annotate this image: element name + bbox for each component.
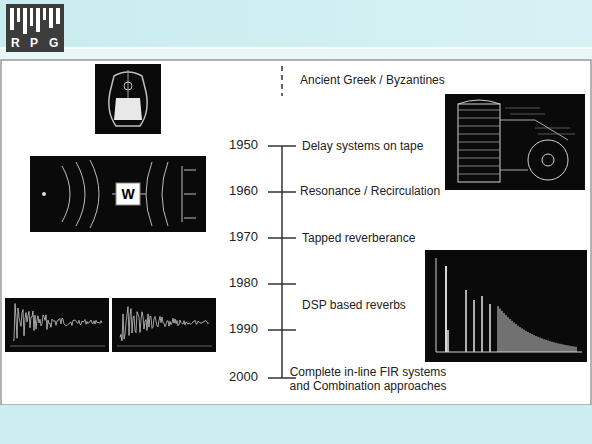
header-band	[0, 0, 592, 48]
year-label: 2000	[229, 370, 258, 385]
year-label: 1990	[229, 322, 258, 337]
era-label: Complete in-line FIR systems and Combina…	[282, 366, 454, 394]
footer-band	[0, 405, 592, 444]
waveform-plots	[5, 298, 216, 352]
ancient-device-photo	[95, 64, 161, 134]
wave-field-diagram	[30, 156, 206, 232]
body-frame	[1, 60, 591, 405]
tape-delay-drawing	[445, 94, 585, 190]
logo-letter: G	[49, 37, 58, 51]
logo-letter: P	[30, 37, 38, 51]
header-strip	[0, 48, 592, 60]
year-label: 1980	[229, 276, 258, 291]
rpg-logo	[6, 4, 64, 52]
timeline	[268, 66, 296, 378]
era-label: DSP based reverbs	[302, 299, 406, 313]
header-rule	[0, 47, 592, 49]
symbol-label: W	[118, 186, 138, 202]
era-label: Ancient Greek / Byzantines	[300, 74, 445, 88]
era-label: Delay systems on tape	[302, 140, 423, 154]
year-label: 1970	[229, 230, 258, 245]
impulse-response-plot	[425, 250, 587, 362]
logo-letter: R	[11, 37, 20, 51]
era-label: Tapped reverberance	[302, 232, 415, 246]
year-label: 1950	[229, 138, 258, 153]
era-label: Resonance / Recirculation	[300, 185, 440, 199]
year-label: 1960	[229, 184, 258, 199]
